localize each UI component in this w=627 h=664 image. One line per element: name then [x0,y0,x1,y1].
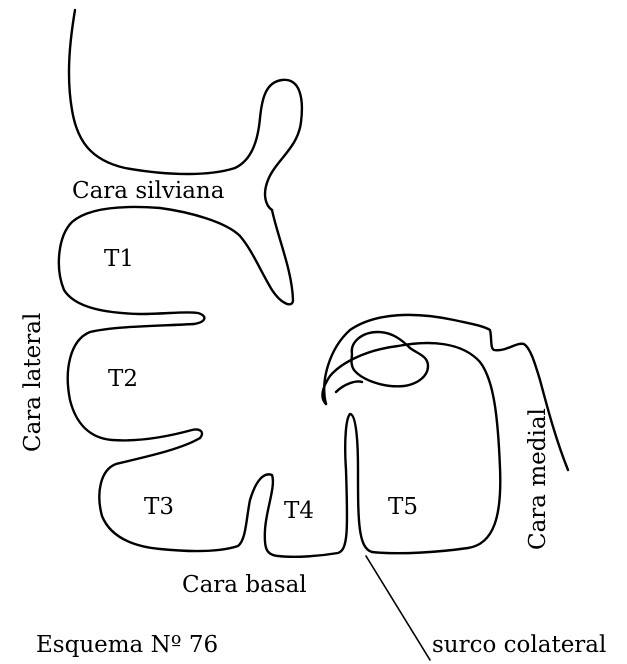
caption: Esquema Nº 76 [36,632,218,658]
label-t5: T5 [388,494,418,520]
inner-curve-outline [324,315,540,404]
label-cara-basal: Cara basal [182,572,307,598]
label-cara-medial: Cara medial [525,408,551,550]
label-cara-lateral: Cara lateral [20,313,46,452]
label-t3: T3 [144,494,174,520]
inner-nucleus-outline [352,332,429,386]
label-t1: T1 [104,246,134,272]
label-t4: T4 [284,498,314,524]
t3-gyrus-outline [99,414,372,557]
label-cara-silviana: Cara silviana [72,178,225,204]
medial-connector [336,381,362,392]
label-t2: T2 [108,366,138,392]
t1-gyrus-outline [59,207,293,324]
collateral-sulcus-leader [366,556,430,660]
label-surco-colateral: surco colateral [432,632,606,658]
t5-medial-outline [323,343,501,553]
